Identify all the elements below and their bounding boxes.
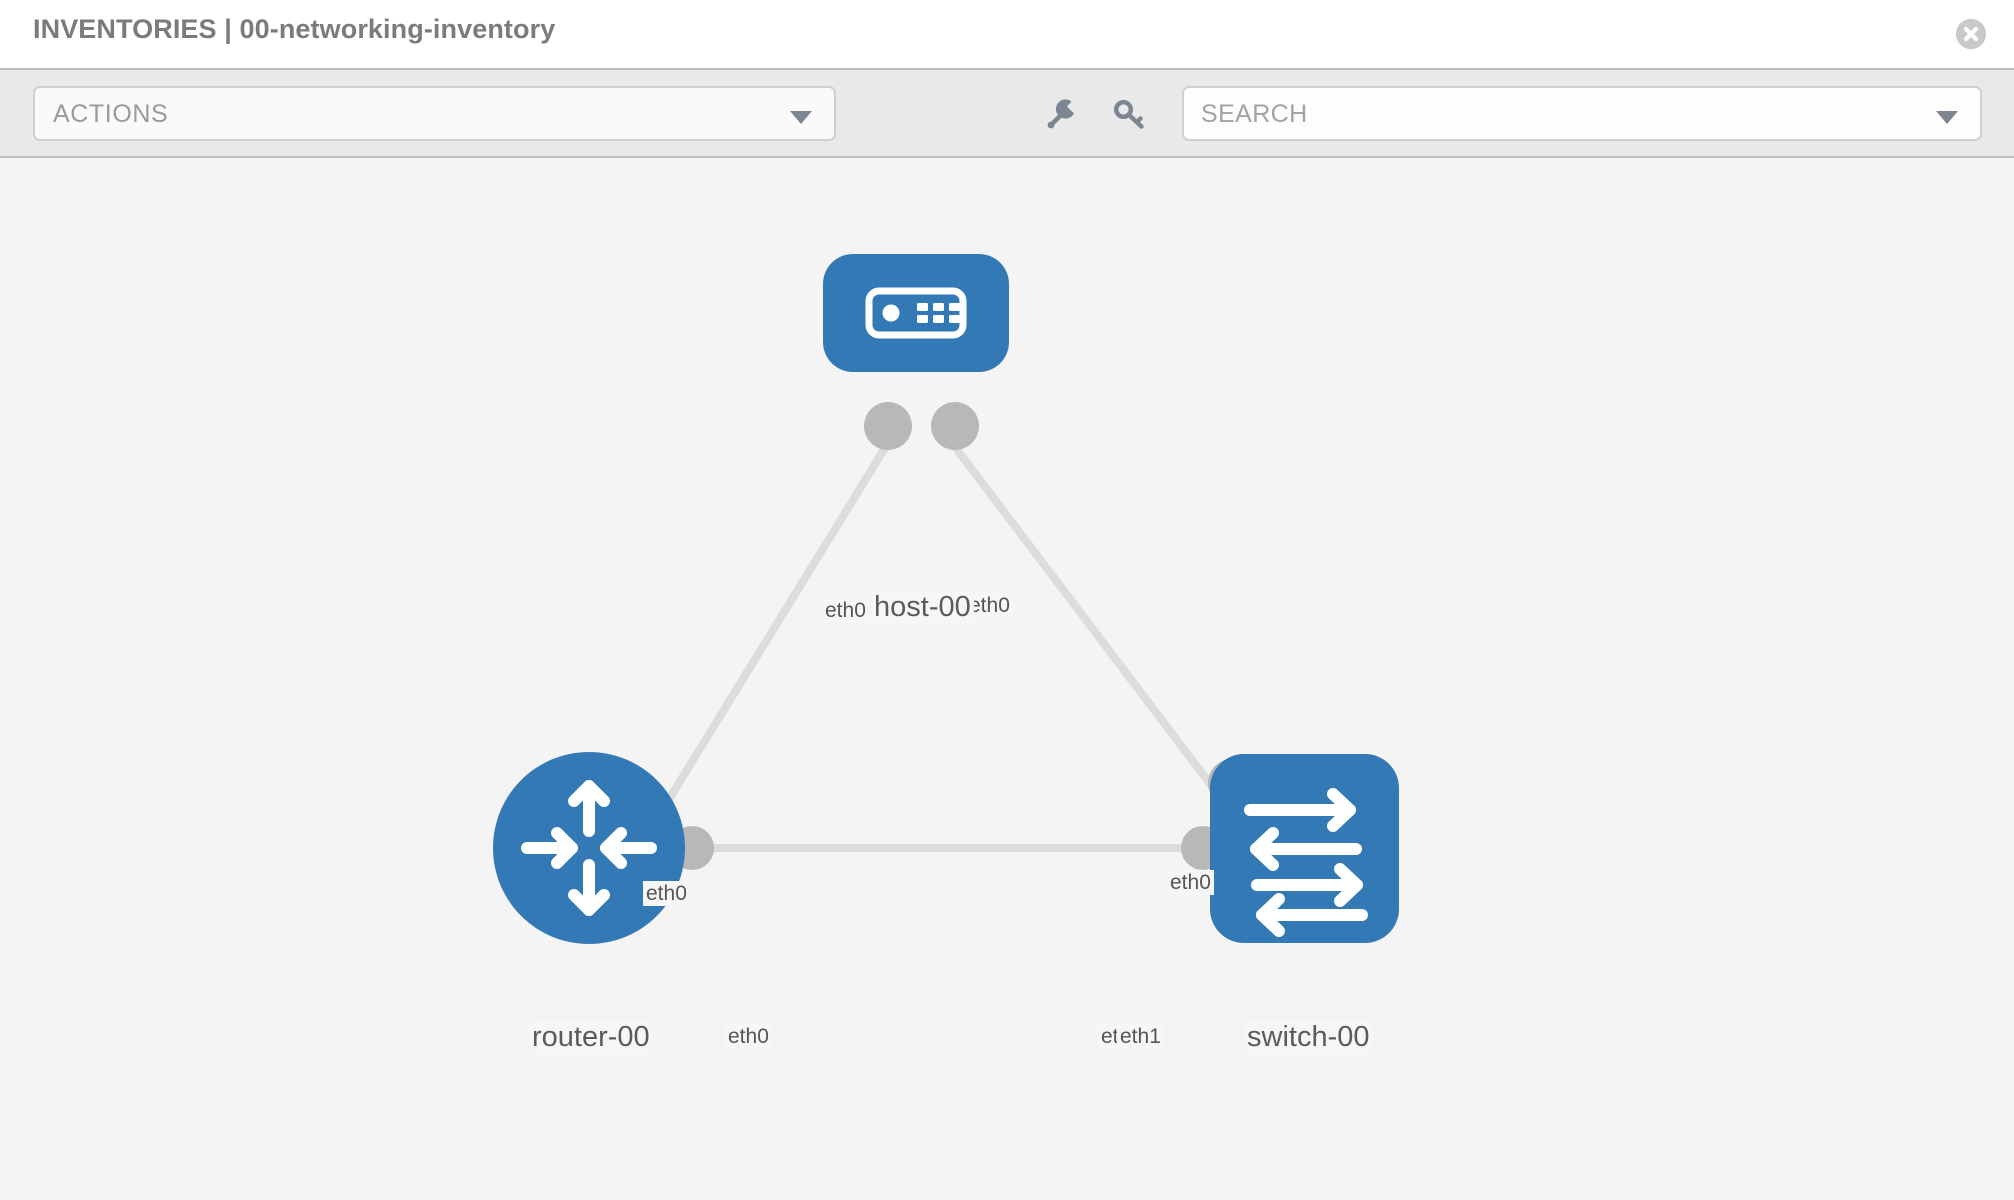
- port-label: eth0: [822, 598, 869, 623]
- actions-dropdown[interactable]: ACTIONS: [33, 86, 836, 141]
- port-host-right: [931, 402, 979, 450]
- node-switch-00[interactable]: [1210, 754, 1399, 943]
- close-button[interactable]: [1956, 19, 1986, 49]
- node-label-router: router-00: [529, 1020, 653, 1054]
- node-label-host: host-00: [871, 590, 974, 624]
- port-label: eth1: [1117, 1024, 1164, 1049]
- close-icon: [1956, 19, 1986, 49]
- topology-ports: [670, 402, 1256, 870]
- port-label: eth0: [725, 1024, 772, 1049]
- topology-links: [635, 440, 1249, 852]
- port-label: eth0: [1167, 870, 1214, 895]
- page-header: INVENTORIES | 00-networking-inventory: [0, 0, 2014, 68]
- switch-arrows-icon: [1244, 788, 1368, 937]
- node-label-switch: switch-00: [1244, 1020, 1373, 1054]
- wrench-icon: [1047, 99, 1074, 129]
- search-placeholder: SEARCH: [1201, 100, 1308, 128]
- router-arrows-icon: [521, 780, 657, 916]
- topology-canvas[interactable]: eth0 eth0 eth0 eth0 eth0 eth0 eth1 host-…: [0, 158, 2014, 1200]
- key-icon: [1113, 99, 1144, 129]
- port-label: eth0: [966, 593, 1013, 618]
- toolbar: ACTIONS SEARCH: [0, 68, 2014, 158]
- chevron-down-icon: [790, 111, 812, 124]
- page-title: INVENTORIES | 00-networking-inventory: [33, 14, 556, 44]
- server-icon: [865, 287, 967, 339]
- search-input[interactable]: SEARCH: [1182, 86, 1982, 141]
- search-chevron-down-icon[interactable]: [1936, 111, 1958, 124]
- topology-graph: [493, 254, 1399, 944]
- link-host-switch: [948, 440, 1249, 833]
- key-button[interactable]: [1108, 92, 1152, 136]
- node-host-00[interactable]: [823, 254, 1009, 372]
- wrench-button[interactable]: [1040, 92, 1084, 136]
- node-router-00[interactable]: [493, 752, 685, 944]
- port-host-left: [864, 402, 912, 450]
- actions-dropdown-label: ACTIONS: [53, 100, 169, 128]
- port-label: eth0: [643, 881, 690, 906]
- link-host-router: [635, 440, 892, 851]
